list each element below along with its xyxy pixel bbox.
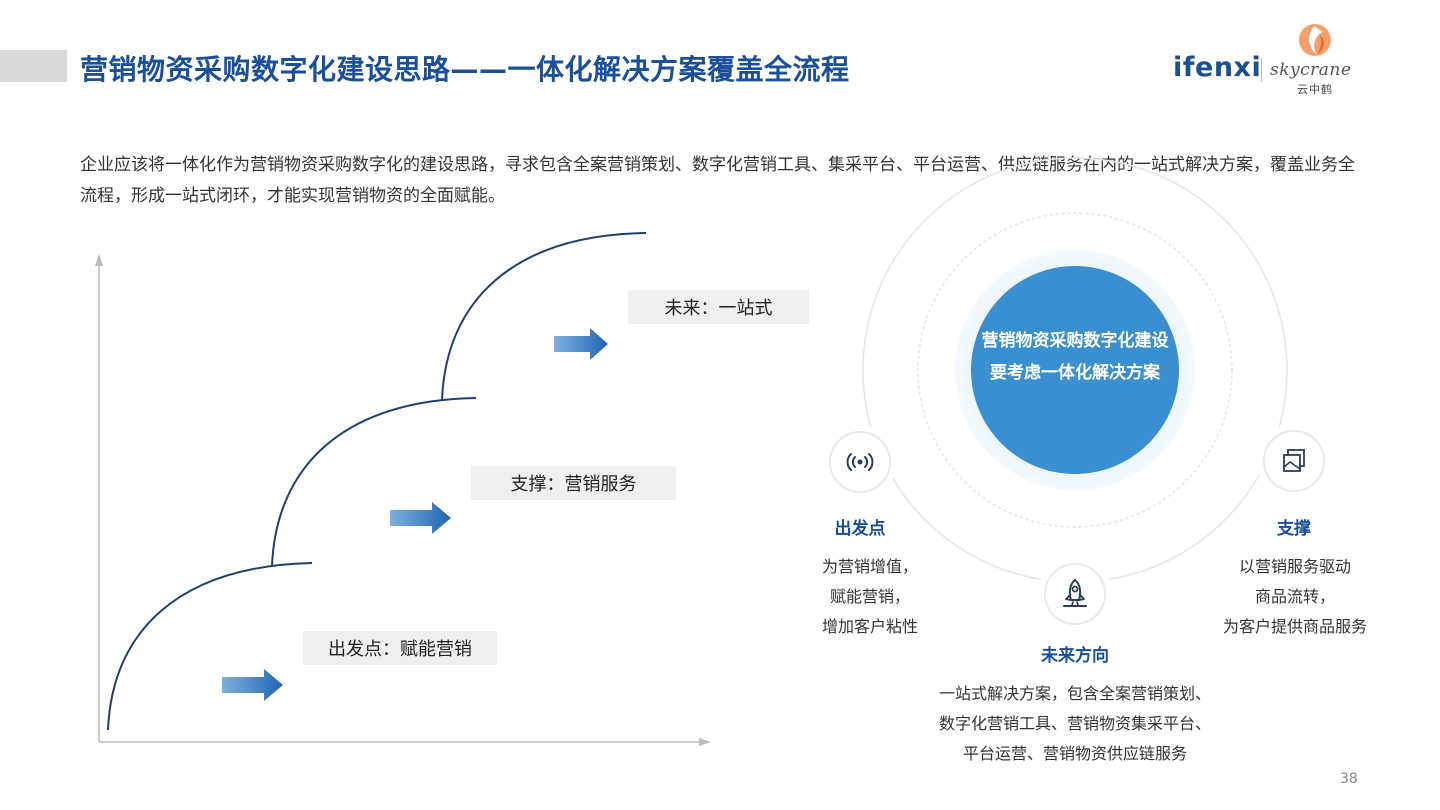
arrow-stage-2	[390, 502, 451, 534]
title-accent-bar	[0, 50, 67, 82]
page-title: 营销物资采购数字化建设思路——一体化解决方案覆盖全流程	[80, 53, 850, 86]
center-circle	[971, 266, 1179, 474]
curve-stage-2	[271, 397, 477, 567]
stage-label-future: 未来：一站式	[628, 290, 809, 324]
support-node-title: 支撑	[1277, 519, 1311, 539]
support-desc-line: 为客户提供商品服务	[1222, 617, 1367, 636]
future-desc-line: 数字化营销工具、营销物资集采平台、	[938, 714, 1211, 733]
curve-stage-3	[441, 232, 647, 401]
growth-curves	[107, 232, 647, 731]
center-statement: 营销物资采购数字化建设要考虑一体化解决方案	[981, 331, 1169, 383]
dashed-ring	[917, 212, 1233, 528]
start-desc-line: 增加客户粘性	[821, 617, 918, 636]
support-node-desc: 以营销服务驱动 商品流转， 为客户提供商品服务	[1205, 552, 1385, 642]
skycrane-logo-cn: 云中鹤	[1297, 83, 1333, 96]
stage-label-start: 出发点：赋能营销	[303, 631, 497, 665]
ifenxi-logo: ifenxi	[1173, 52, 1262, 83]
stage-arrows	[222, 328, 608, 701]
start-desc-line: 赋能营销，	[829, 587, 910, 606]
logo-divider	[1261, 58, 1262, 82]
future-node-title: 未来方向	[1041, 646, 1109, 666]
layers-icon	[1283, 449, 1305, 472]
support-icon-badge	[1263, 430, 1325, 492]
future-desc-line: 一站式解决方案，包含全案营销策划、	[938, 684, 1211, 703]
start-node-title: 出发点	[834, 519, 886, 539]
skycrane-flame-icon	[1299, 24, 1331, 56]
future-icon-badge	[1044, 563, 1106, 625]
start-icon-badge	[829, 431, 891, 493]
page-number: 38	[1340, 771, 1358, 787]
start-node-desc: 为营销增值， 赋能营销， 增加客户粘性	[790, 552, 950, 642]
arrow-stage-1	[222, 669, 283, 701]
y-axis-arrowhead	[95, 254, 103, 266]
arrow-stage-3	[554, 328, 608, 360]
future-desc-line: 平台运营、营销物资供应链服务	[962, 744, 1187, 763]
intro-paragraph: 企业应该将一体化作为营销物资采购数字化的建设思路，寻求包含全案营销策划、数字化营…	[80, 155, 1355, 206]
support-desc-line: 商品流转，	[1254, 587, 1335, 606]
rocket-icon	[1063, 578, 1087, 607]
x-axis-arrowhead	[699, 738, 711, 746]
start-desc-line: 为营销增值，	[821, 557, 918, 576]
curve-stage-1	[107, 562, 313, 731]
signal-icon	[846, 453, 874, 471]
support-desc-line: 以营销服务驱动	[1238, 557, 1351, 576]
concept-rings	[862, 157, 1288, 583]
future-node-desc: 一站式解决方案，包含全案营销策划、 数字化营销工具、营销物资集采平台、 平台运营…	[915, 679, 1235, 769]
stage-label-support: 支撑：营销服务	[471, 466, 676, 500]
skycrane-logo: skycrane	[1270, 60, 1352, 80]
axes	[95, 254, 711, 746]
